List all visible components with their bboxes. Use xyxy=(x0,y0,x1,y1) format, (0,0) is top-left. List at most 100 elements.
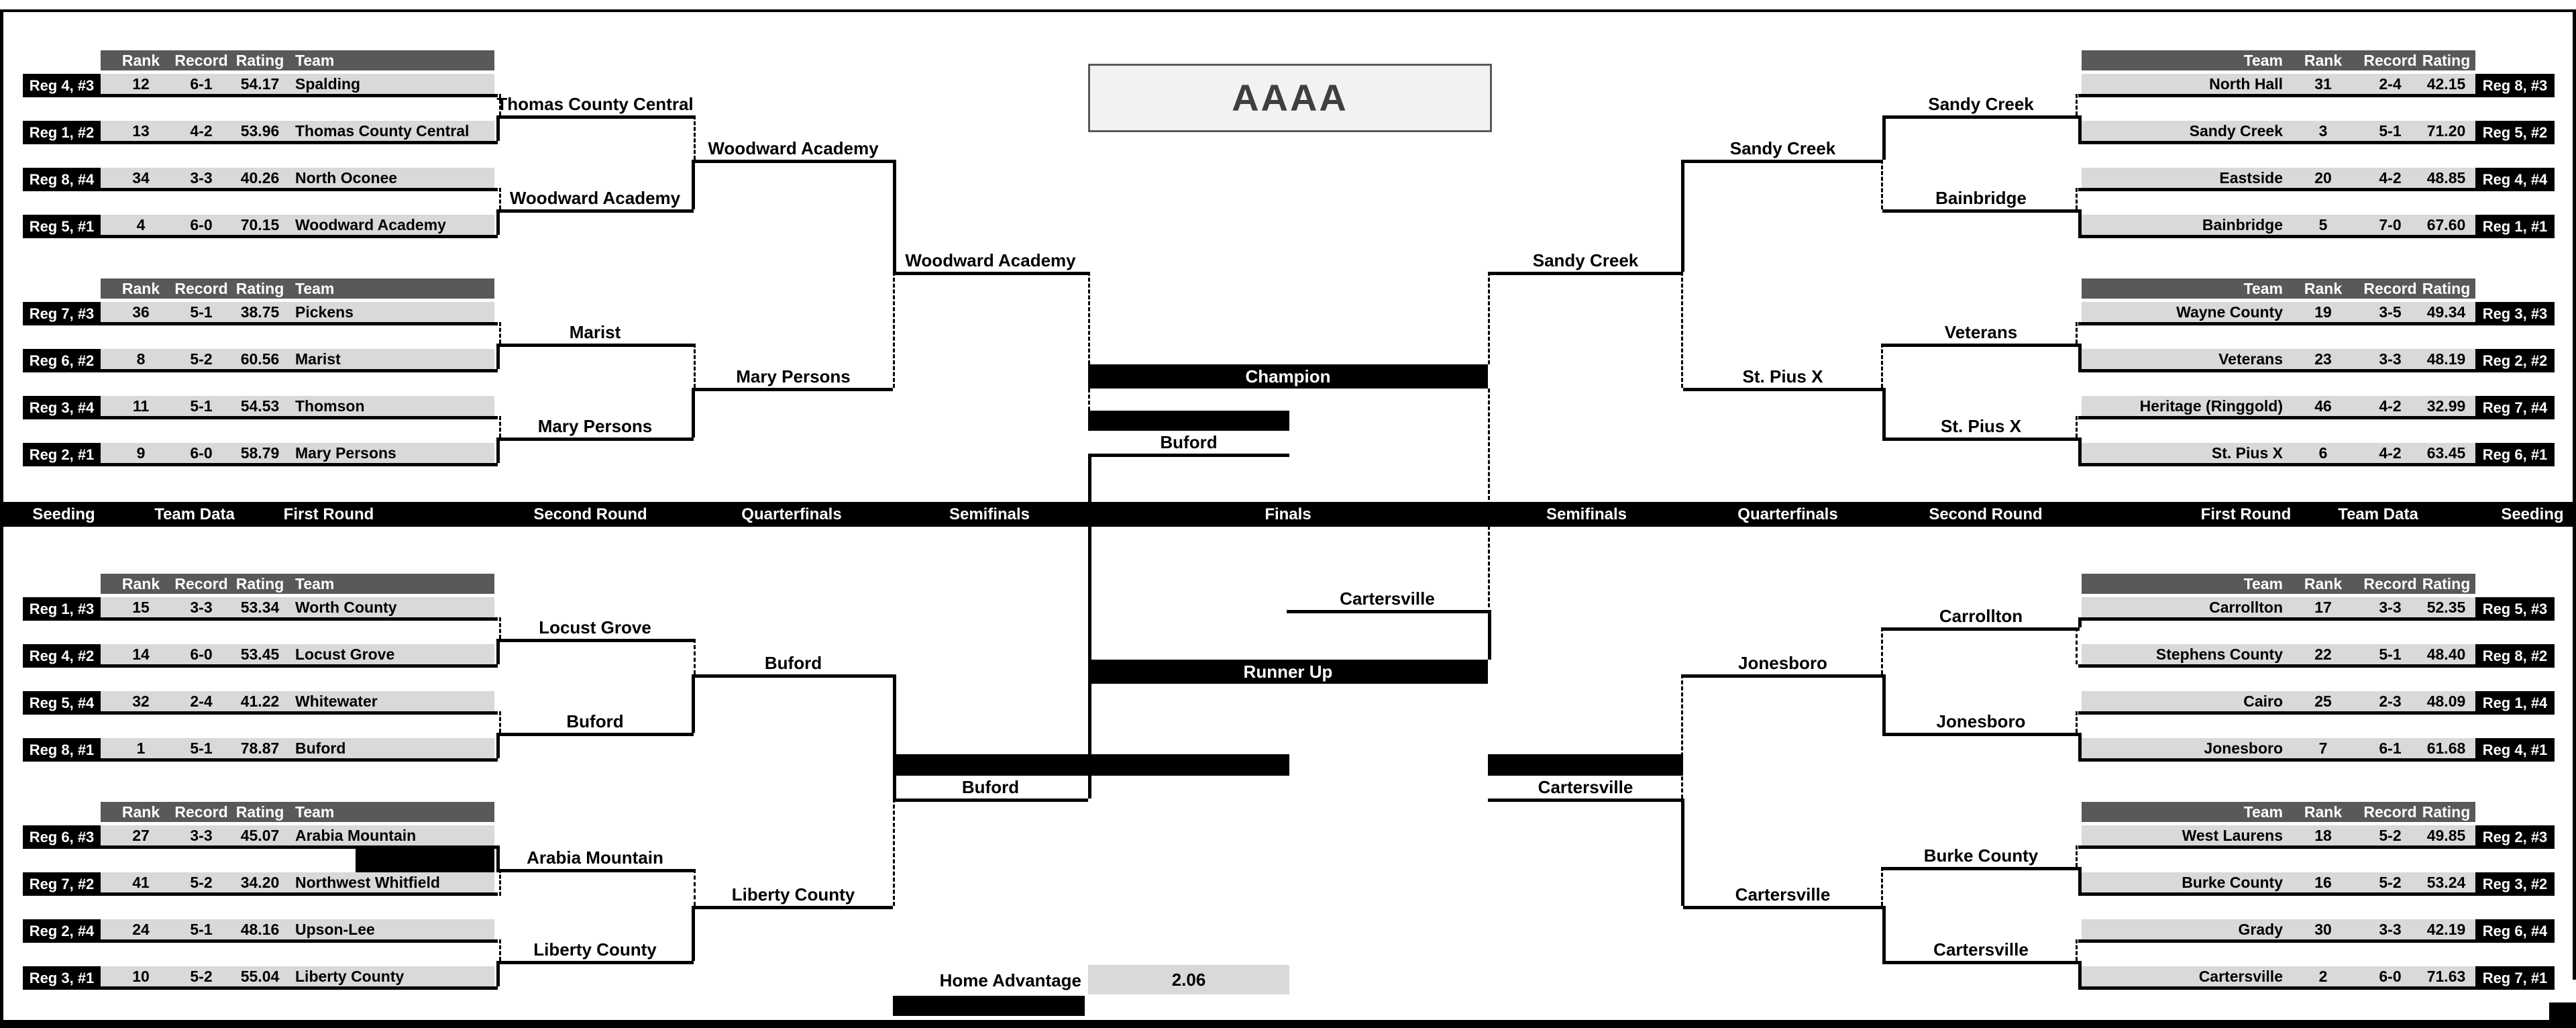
team-record-cell[interactable]: 6-0 xyxy=(190,646,213,663)
team-record-cell[interactable]: 4-2 xyxy=(190,122,213,140)
team-row[interactable] xyxy=(2082,872,2475,892)
team-rank-cell[interactable]: 19 xyxy=(2314,303,2332,321)
bracket-winner-left_top-first-round-1[interactable]: Woodward Academy xyxy=(509,188,681,208)
seed-badge[interactable]: Reg 8, #2 xyxy=(2475,644,2555,668)
team-rank-cell[interactable]: 13 xyxy=(132,122,150,140)
team-record-cell[interactable]: 5-1 xyxy=(190,303,213,321)
bracket-winner-right_top-first-round-3[interactable]: St. Pius X xyxy=(1941,416,2021,436)
team-row[interactable] xyxy=(101,215,494,235)
team-rank-cell[interactable]: 20 xyxy=(2314,169,2332,187)
team-name-cell[interactable]: Stephens County xyxy=(2155,646,2283,663)
team-record-cell[interactable]: 3-3 xyxy=(190,169,213,187)
team-rating-cell[interactable]: 32.99 xyxy=(2426,397,2466,415)
team-rating-cell[interactable]: 38.75 xyxy=(240,303,280,321)
team-rating-cell[interactable]: 40.26 xyxy=(240,169,280,187)
team-row[interactable] xyxy=(101,825,494,845)
team-name-cell[interactable]: St. Pius X xyxy=(2211,444,2283,462)
bracket-winner-left_bottom-first-round-2[interactable]: Arabia Mountain xyxy=(527,847,663,868)
seed-badge[interactable]: Reg 3, #1 xyxy=(23,966,101,990)
team-row[interactable] xyxy=(101,597,494,617)
bracket-winner-left_top-first-round-2[interactable]: Marist xyxy=(569,322,621,342)
team-record-cell[interactable]: 5-2 xyxy=(190,350,213,368)
team-rank-cell[interactable]: 17 xyxy=(2314,599,2332,616)
seed-badge[interactable]: Reg 6, #1 xyxy=(2475,443,2555,466)
team-name-cell[interactable]: Buford xyxy=(295,739,346,757)
bracket-winner-left_top-second-round-1[interactable]: Mary Persons xyxy=(736,366,851,387)
team-name-cell[interactable]: Northwest Whitfield xyxy=(295,874,440,891)
seed-badge[interactable]: Reg 1, #2 xyxy=(23,121,101,144)
team-name-cell[interactable]: Burke County xyxy=(2182,874,2283,891)
team-name-cell[interactable]: Bainbridge xyxy=(2202,216,2283,234)
team-rating-cell[interactable]: 42.19 xyxy=(2426,921,2466,938)
team-rank-cell[interactable]: 1 xyxy=(136,739,146,757)
team-row[interactable] xyxy=(2082,74,2475,94)
team-record-cell[interactable]: 6-1 xyxy=(2379,739,2402,757)
seed-badge[interactable]: Reg 6, #3 xyxy=(23,825,101,849)
team-rating-cell[interactable]: 54.17 xyxy=(240,75,280,93)
team-rank-cell[interactable]: 41 xyxy=(132,874,150,891)
team-rank-cell[interactable]: 10 xyxy=(132,968,150,985)
team-rating-cell[interactable]: 41.22 xyxy=(240,692,280,710)
team-rating-cell[interactable]: 48.85 xyxy=(2426,169,2466,187)
team-row[interactable] xyxy=(101,74,494,94)
team-rank-cell[interactable]: 18 xyxy=(2314,827,2332,844)
team-name-cell[interactable]: Arabia Mountain xyxy=(295,827,417,844)
bracket-winner-left_bottom-quarterfinal[interactable]: Buford xyxy=(961,777,1020,797)
team-row[interactable] xyxy=(101,349,494,369)
seed-badge[interactable]: Reg 8, #4 xyxy=(23,168,101,191)
team-rating-cell[interactable]: 58.79 xyxy=(240,444,280,462)
team-row[interactable] xyxy=(2082,396,2475,416)
team-name-cell[interactable]: Sandy Creek xyxy=(2189,122,2283,140)
team-record-cell[interactable]: 4-2 xyxy=(2379,397,2402,415)
team-rank-cell[interactable]: 22 xyxy=(2314,646,2332,663)
team-name-cell[interactable]: Cartersville xyxy=(2198,968,2283,985)
team-row[interactable] xyxy=(2082,443,2475,463)
team-rank-cell[interactable]: 34 xyxy=(132,169,150,187)
team-rank-cell[interactable]: 8 xyxy=(136,350,146,368)
team-record-cell[interactable]: 6-0 xyxy=(190,216,213,234)
team-row[interactable] xyxy=(2082,597,2475,617)
bracket-winner-left_bottom-second-round-0[interactable]: Buford xyxy=(764,653,822,673)
team-rating-cell[interactable]: 48.19 xyxy=(2426,350,2466,368)
team-rating-cell[interactable]: 52.35 xyxy=(2426,599,2466,616)
team-rank-cell[interactable]: 3 xyxy=(2318,122,2328,140)
bracket-winner-right_top-first-round-2[interactable]: Veterans xyxy=(1944,322,2018,342)
team-record-cell[interactable]: 5-1 xyxy=(190,739,213,757)
team-rank-cell[interactable]: 4 xyxy=(136,216,146,234)
team-record-cell[interactable]: 5-1 xyxy=(190,921,213,938)
bracket-winner-left_bottom-first-round-0[interactable]: Locust Grove xyxy=(539,617,651,637)
team-row[interactable] xyxy=(2082,966,2475,986)
bracket-winner-left_bottom-first-round-1[interactable]: Buford xyxy=(566,711,624,731)
bracket-winner-left_top-quarterfinal[interactable]: Woodward Academy xyxy=(905,250,1076,270)
team-name-cell[interactable]: Grady xyxy=(2238,921,2283,938)
team-name-cell[interactable]: Jonesboro xyxy=(2204,739,2283,757)
team-rank-cell[interactable]: 36 xyxy=(132,303,150,321)
team-rating-cell[interactable]: 53.24 xyxy=(2426,874,2466,891)
team-row[interactable] xyxy=(2082,121,2475,141)
team-record-cell[interactable]: 3-3 xyxy=(2379,599,2402,616)
team-rating-cell[interactable]: 49.85 xyxy=(2426,827,2466,844)
bracket-winner-right_top-first-round-0[interactable]: Sandy Creek xyxy=(1928,94,2034,114)
team-rating-cell[interactable]: 45.07 xyxy=(240,827,280,844)
seed-badge[interactable]: Reg 1, #3 xyxy=(23,597,101,621)
team-rating-cell[interactable]: 71.63 xyxy=(2426,968,2466,985)
team-record-cell[interactable]: 4-2 xyxy=(2379,444,2402,462)
team-rating-cell[interactable]: 70.15 xyxy=(240,216,280,234)
team-record-cell[interactable]: 2-3 xyxy=(2379,692,2402,710)
team-record-cell[interactable]: 6-0 xyxy=(190,444,213,462)
team-rank-cell[interactable]: 6 xyxy=(2318,444,2328,462)
team-name-cell[interactable]: Woodward Academy xyxy=(295,216,446,234)
team-row[interactable] xyxy=(101,168,494,188)
team-rank-cell[interactable]: 24 xyxy=(132,921,150,938)
bracket-winner-right_bottom-first-round-2[interactable]: Burke County xyxy=(1923,845,2039,866)
team-name-cell[interactable]: Carrollton xyxy=(2209,599,2283,616)
seed-badge[interactable]: Reg 4, #2 xyxy=(23,644,101,668)
team-rating-cell[interactable]: 48.16 xyxy=(240,921,280,938)
team-name-cell[interactable]: West Laurens xyxy=(2182,827,2283,844)
home-advantage-value[interactable]: 2.06 xyxy=(1088,965,1289,994)
team-name-cell[interactable]: Heritage (Ringgold) xyxy=(2139,397,2283,415)
team-rating-cell[interactable]: 61.68 xyxy=(2426,739,2466,757)
team-record-cell[interactable]: 6-0 xyxy=(2379,968,2402,985)
team-record-cell[interactable]: 2-4 xyxy=(2379,75,2402,93)
team-rating-cell[interactable]: 54.53 xyxy=(240,397,280,415)
